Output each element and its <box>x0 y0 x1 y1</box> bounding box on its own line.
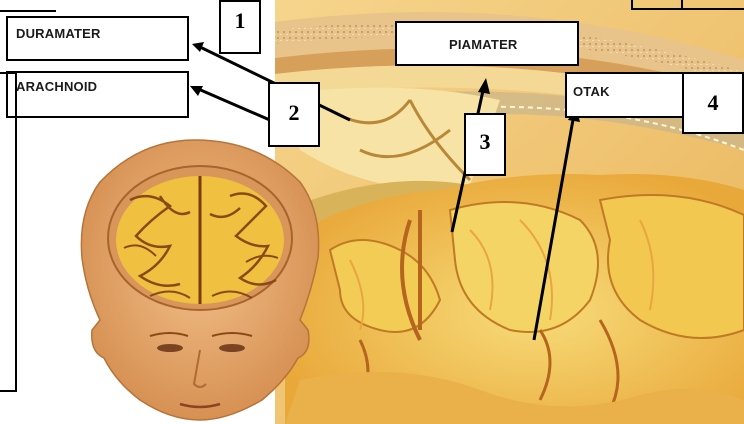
label-arachnoid: ARACHNOID <box>6 71 189 118</box>
label-piamater: PIAMATER <box>395 21 579 66</box>
number-box-4: 4 <box>682 72 744 134</box>
answer-box-left <box>0 72 17 392</box>
number-box-3: 3 <box>464 113 506 176</box>
label-duramater-text: DURAMATER <box>16 26 101 41</box>
top-left-line <box>0 0 56 12</box>
label-otak: OTAK <box>565 72 685 118</box>
number-1: 1 <box>235 8 246 34</box>
number-box-1: 1 <box>219 0 261 54</box>
head-illustration <box>81 140 318 420</box>
top-right-box <box>631 0 683 10</box>
label-duramater: DURAMATER <box>6 16 189 61</box>
number-3: 3 <box>480 129 491 155</box>
label-arachnoid-text: ARACHNOID <box>16 79 97 94</box>
label-piamater-text: PIAMATER <box>449 37 518 52</box>
number-2: 2 <box>289 100 300 126</box>
top-right-line <box>683 0 744 10</box>
number-4: 4 <box>708 90 719 116</box>
label-otak-text: OTAK <box>573 84 610 99</box>
number-box-2: 2 <box>268 82 320 147</box>
